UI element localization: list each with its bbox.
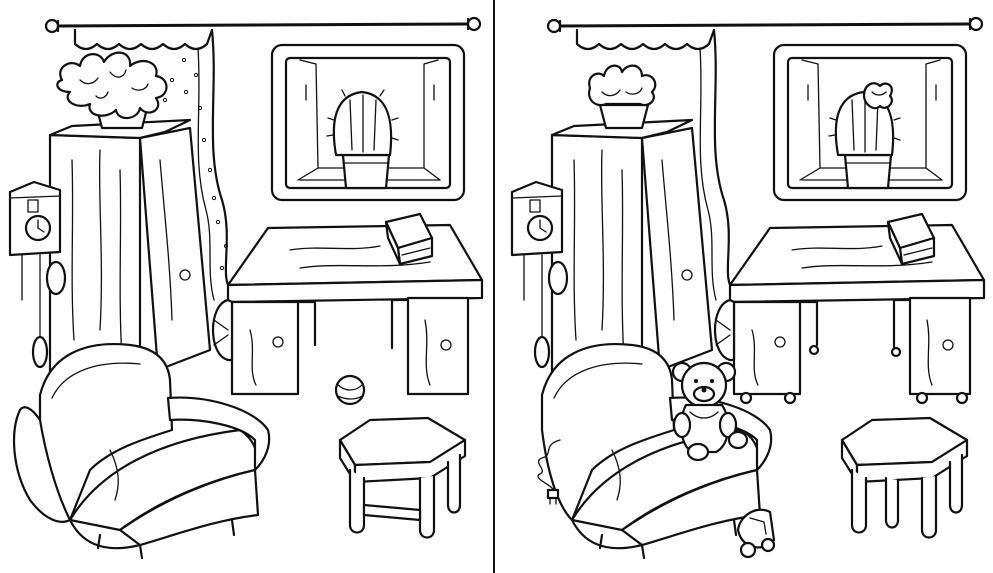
teddy-bear: [671, 361, 749, 462]
cable-plug: [537, 439, 561, 505]
desk-wheels: [739, 344, 969, 405]
toy-car: [736, 508, 776, 559]
right-panel[interactable]: [510, 16, 986, 560]
curtain-dots: [162, 57, 229, 271]
left-panel[interactable]: [8, 16, 484, 560]
flower-pot: [56, 51, 168, 130]
stool-crossbars: [362, 503, 422, 522]
stool-extra-leg: [884, 476, 900, 529]
cushion: [12, 406, 72, 523]
flower-pot: [588, 64, 657, 130]
ball: [334, 374, 366, 406]
